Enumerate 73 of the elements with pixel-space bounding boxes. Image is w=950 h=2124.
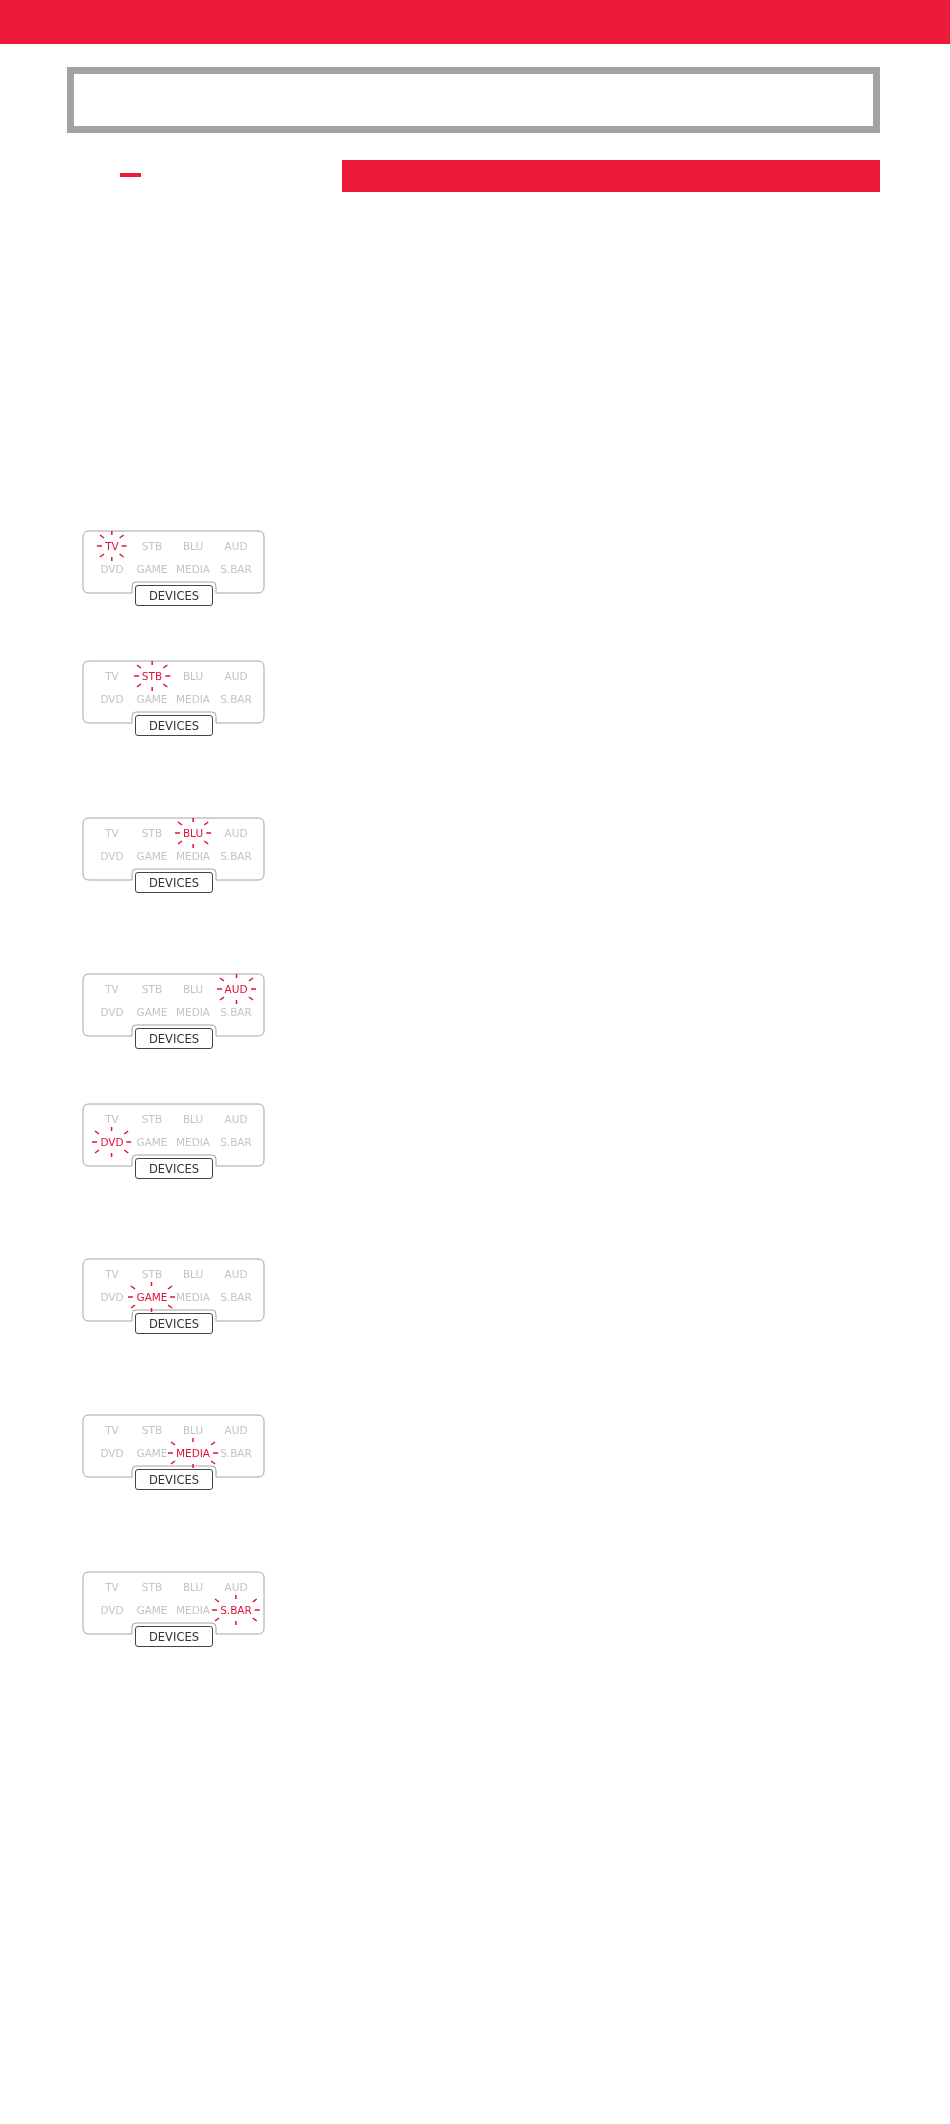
device-label: BLU [182,1113,204,1125]
device-label: BLU [182,540,204,552]
devices-button: DEVICES [135,1313,213,1334]
device-label: AUD [224,540,248,552]
device-label: STB [141,827,163,839]
lit-device-label: MEDIA [175,1447,211,1459]
device-label: TV [105,1424,119,1436]
device-label: BLU [182,1268,204,1280]
devices-button: DEVICES [135,872,213,893]
device-label: S.BAR [220,1447,252,1459]
device-label: GAME [136,1447,168,1459]
lit-device-label: S.BAR [220,1604,252,1616]
devices-button: DEVICES [135,1028,213,1049]
device-label: DVD [100,693,124,705]
device-label: MEDIA [175,1006,211,1018]
devices-button: DEVICES [135,715,213,736]
device-label: TV [105,1268,119,1280]
device-label: MEDIA [175,1604,211,1616]
device-label: BLU [182,1424,204,1436]
lit-device-label: AUD [224,983,248,995]
device-label: BLU [182,670,204,682]
device-label: BLU [182,983,204,995]
device-label: MEDIA [175,693,211,705]
devices-button: DEVICES [135,1626,213,1647]
device-label: STB [141,1424,163,1436]
devices-button: DEVICES [135,585,213,606]
device-label: TV [105,1581,119,1593]
device-label: TV [105,983,119,995]
device-label: STB [141,1581,163,1593]
lit-device-label: TV [105,540,119,552]
device-label: STB [141,540,163,552]
device-label: AUD [224,827,248,839]
device-label: AUD [224,1268,248,1280]
device-label: S.BAR [220,1006,252,1018]
device-label: GAME [136,1006,168,1018]
device-label: STB [141,1113,163,1125]
device-label: GAME [136,693,168,705]
device-label: AUD [224,1581,248,1593]
device-label: GAME [136,563,168,575]
device-label: DVD [100,1447,124,1459]
device-label: GAME [136,1136,168,1148]
devices-button: DEVICES [135,1158,213,1179]
device-label: TV [105,1113,119,1125]
device-label: DVD [100,1604,124,1616]
device-label: S.BAR [220,563,252,575]
device-label: S.BAR [220,1291,252,1303]
device-label: AUD [224,1113,248,1125]
device-label: MEDIA [175,1291,211,1303]
device-label: DVD [100,1006,124,1018]
device-label: GAME [136,850,168,862]
device-label: MEDIA [175,850,211,862]
device-label: STB [141,1268,163,1280]
lit-device-label: DVD [100,1136,124,1148]
device-label: AUD [224,670,248,682]
device-label: AUD [224,1424,248,1436]
device-label: DVD [100,850,124,862]
devices-button: DEVICES [135,1469,213,1490]
device-label: STB [141,983,163,995]
device-label: DVD [100,1291,124,1303]
device-label: S.BAR [220,693,252,705]
device-label: GAME [136,1604,168,1616]
section-bar [342,160,880,192]
device-label: TV [105,827,119,839]
device-label: S.BAR [220,850,252,862]
lit-device-label: GAME [136,1291,168,1303]
lit-device-label: BLU [182,827,204,839]
device-label: MEDIA [175,563,211,575]
device-label: BLU [182,1581,204,1593]
device-label: MEDIA [175,1136,211,1148]
lit-device-label: STB [141,670,163,682]
device-label: TV [105,670,119,682]
device-label: S.BAR [220,1136,252,1148]
device-label: DVD [100,563,124,575]
